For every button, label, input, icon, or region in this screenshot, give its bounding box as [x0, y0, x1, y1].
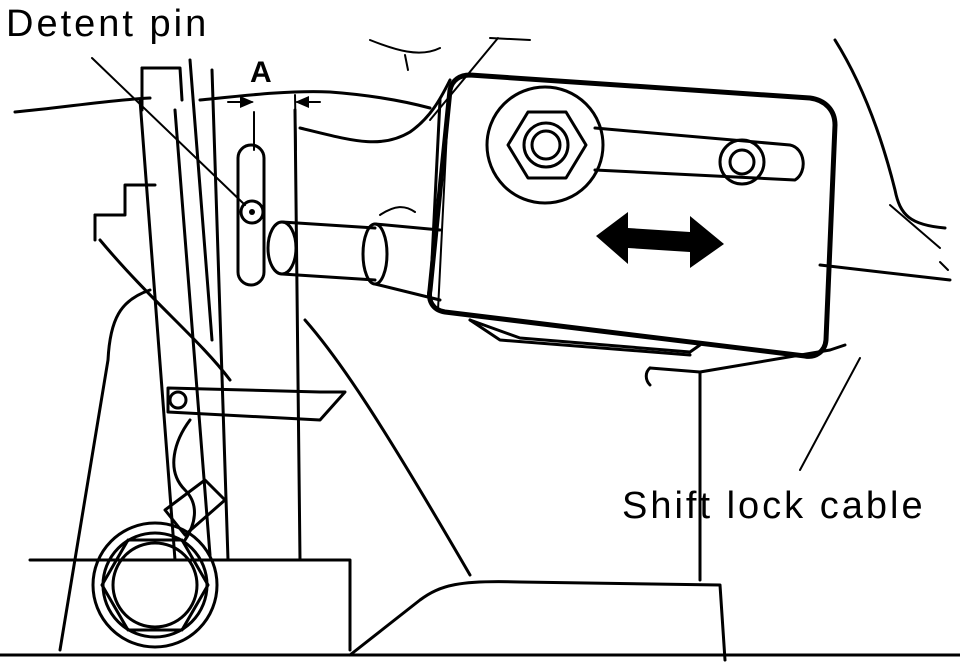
- leader-lines: [91, 57, 861, 471]
- plunger-rod: [266, 206, 442, 302]
- dimension-a-marker: [227, 94, 321, 151]
- shift-lock-cable-label: Shift lock cable: [622, 485, 926, 527]
- detent-pin-label: Detent pin: [6, 3, 209, 45]
- double-arrow-icon: [596, 212, 724, 268]
- hex-nut: [91, 521, 219, 649]
- housing-outline: [0, 37, 960, 662]
- dimension-a-label: A: [250, 56, 272, 89]
- detent-pin-slot: [236, 143, 266, 287]
- shift-lock-bracket: [427, 72, 838, 359]
